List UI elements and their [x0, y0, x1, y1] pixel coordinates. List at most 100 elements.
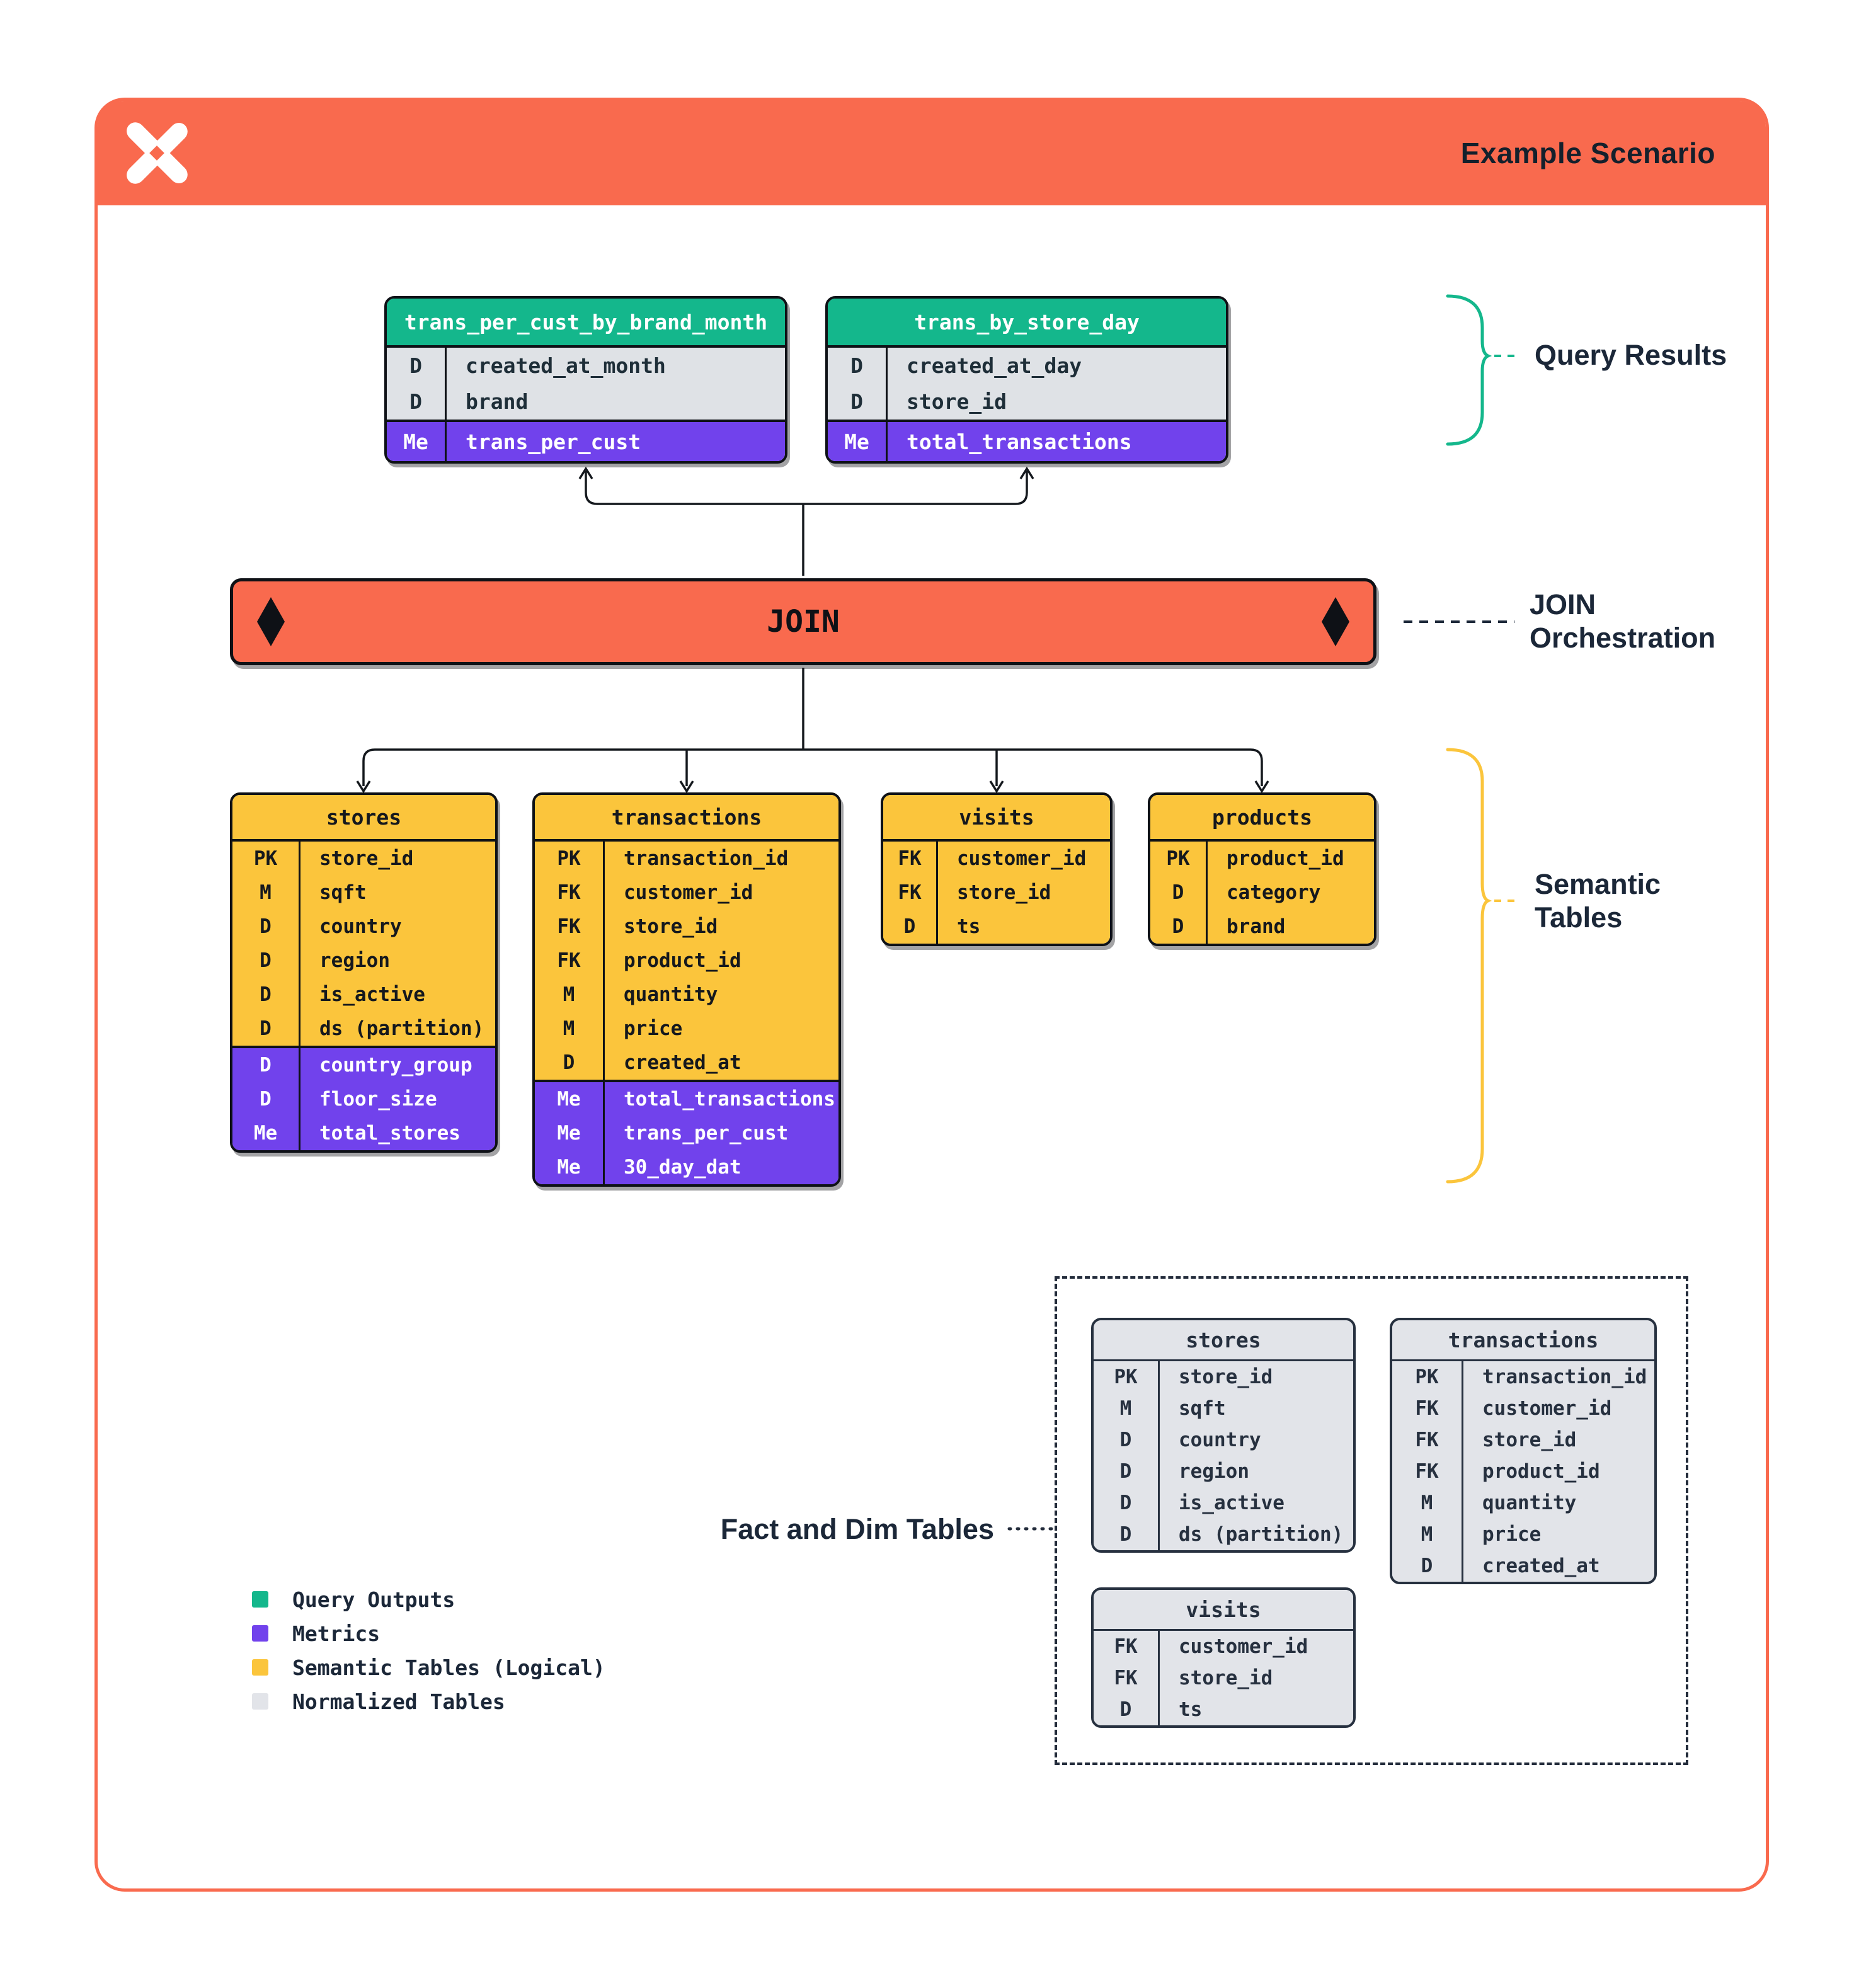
field-type-badge: D — [1392, 1550, 1463, 1582]
table-title: products — [1150, 795, 1374, 842]
field-name: transaction_id — [624, 847, 789, 870]
field-type-badge: D — [1094, 1519, 1160, 1550]
legend-item: Query Outputs — [252, 1582, 605, 1616]
field-name: created_at — [624, 1051, 741, 1074]
field-name: price — [1482, 1523, 1542, 1546]
field-name: category — [1227, 881, 1321, 904]
field-type-badge: PK — [1392, 1361, 1463, 1393]
field-name: trans_per_cust — [466, 429, 641, 454]
legend-label: Metrics — [292, 1621, 380, 1646]
field-name: country — [1179, 1429, 1261, 1451]
field-name: created_at — [1482, 1555, 1600, 1577]
field-type-badge: PK — [232, 842, 300, 876]
field-name: store_id — [624, 915, 718, 938]
field-type-badge: D — [232, 1082, 300, 1116]
legend-label: Normalized Tables — [292, 1689, 505, 1714]
field-name: ts — [1179, 1698, 1203, 1721]
field-name: customer_id — [1482, 1397, 1612, 1420]
legend-swatch-normalized-tables — [252, 1693, 268, 1710]
field-type-badge: FK — [1392, 1424, 1463, 1456]
field-type-badge: D — [828, 384, 888, 420]
table-title: visits — [1094, 1590, 1353, 1631]
field-name: quantity — [1482, 1492, 1577, 1514]
fact-dim-box — [1055, 1276, 1688, 1765]
field-name: store_id — [957, 881, 1051, 904]
table-title: stores — [1094, 1320, 1353, 1361]
card-header: Example Scenario — [98, 101, 1766, 205]
table-title: visits — [883, 795, 1110, 842]
field-type-badge: PK — [535, 842, 605, 876]
table-title: transactions — [1392, 1320, 1654, 1361]
label-line: JOIN — [1530, 588, 1596, 620]
field-name: brand — [1227, 915, 1286, 938]
legend-item: Semantic Tables (Logical) — [252, 1650, 605, 1684]
field-name: is_active — [319, 983, 425, 1006]
table-title: trans_by_store_day — [828, 299, 1226, 348]
field-name: total_transactions — [624, 1088, 835, 1111]
field-type-badge: Me — [535, 1116, 605, 1150]
field-name: product_id — [1482, 1460, 1600, 1483]
legend-label: Semantic Tables (Logical) — [292, 1655, 605, 1680]
field-type-badge: M — [232, 876, 300, 910]
join-label: JOIN — [767, 604, 840, 639]
field-name: created_at_month — [466, 353, 666, 378]
field-name: brand — [466, 389, 529, 414]
field-name: store_id — [1482, 1429, 1577, 1451]
field-type-badge: D — [1094, 1424, 1160, 1456]
field-type-badge: D — [1150, 910, 1208, 944]
legend: Query Outputs Metrics Semantic Tables (L… — [252, 1582, 605, 1718]
field-type-badge: FK — [1392, 1393, 1463, 1424]
field-name: is_active — [1179, 1492, 1285, 1514]
field-type-badge: D — [232, 1012, 300, 1046]
table-row: FK product_id — [1392, 1456, 1654, 1487]
field-type-badge: Me — [535, 1150, 605, 1184]
field-type-badge: M — [535, 978, 605, 1012]
field-type-badge: D — [1094, 1456, 1160, 1487]
field-type-badge: FK — [1392, 1456, 1463, 1487]
label-line: Tables — [1535, 901, 1623, 934]
field-type-badge: D — [535, 1046, 605, 1080]
field-type-badge: D — [232, 978, 300, 1012]
field-type-badge: PK — [1094, 1361, 1160, 1393]
table-title: transactions — [535, 795, 838, 842]
join-bar: JOIN — [230, 578, 1376, 665]
table-row: PK transaction_id — [535, 842, 838, 876]
label-query-results: Query Results — [1535, 339, 1727, 371]
legend-item: Metrics — [252, 1616, 605, 1650]
field-type-badge: Me — [535, 1082, 605, 1116]
field-name: store_id — [319, 847, 414, 870]
field-type-badge: Me — [232, 1116, 300, 1150]
field-type-badge: D — [1094, 1694, 1160, 1725]
